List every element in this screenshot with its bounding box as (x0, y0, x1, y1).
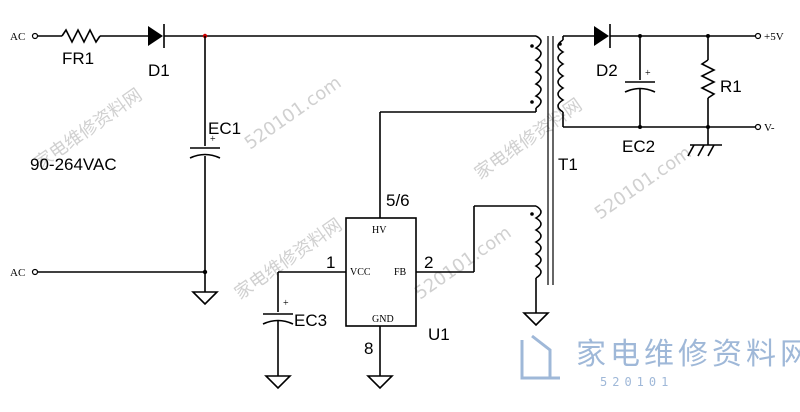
ic-pin-vcc: VCC (350, 267, 371, 278)
terminal-node (31, 32, 39, 40)
ec2-capacitor: + (624, 68, 656, 93)
t1-secondary-coil (557, 39, 565, 113)
watermark-site: 520101.com (241, 72, 346, 154)
pin-1-label: 1 (326, 253, 335, 272)
terminal-node (31, 268, 39, 276)
ic-pin-hv: HV (372, 225, 387, 236)
pin-2-label: 2 (424, 253, 433, 272)
ec2-label: EC2 (622, 137, 655, 156)
ec1-label: EC1 (208, 119, 241, 138)
out-neg-label: V- (764, 122, 775, 134)
ground-symbol (264, 375, 292, 390)
site-logo: 家电维修资料网 520101 (520, 334, 800, 389)
fr1-label: FR1 (62, 49, 94, 68)
output-positive-terminal: +5V (754, 31, 784, 43)
ground-symbol (522, 312, 550, 327)
ic-pin-gnd: GND (372, 314, 394, 325)
voltage-range-label: 90-264VAC (30, 155, 117, 174)
u1-label: U1 (428, 325, 450, 344)
ac-top-terminal: AC (10, 31, 39, 43)
r1-label: R1 (720, 77, 742, 96)
ac-bottom-label: AC (10, 267, 25, 279)
t1-primary-coil (534, 35, 542, 109)
pin-56-label: 5/6 (386, 191, 410, 210)
ec3-capacitor: + (262, 298, 294, 325)
ec1-capacitor: + (189, 134, 221, 159)
ec3-plus: + (283, 298, 289, 309)
ground-symbol (366, 375, 394, 390)
t1-auxiliary-coil (534, 205, 542, 279)
fr1-resistor (61, 28, 101, 44)
output-negative-terminal: V- (754, 122, 775, 134)
out-pos-label: +5V (764, 31, 784, 43)
ic-pin-fb: FB (394, 267, 407, 278)
ec1-plus: + (210, 134, 216, 145)
logo-number-text: 520101 (600, 375, 673, 389)
logo-brand-text: 家电维修资料网 (576, 337, 800, 372)
d1-diode (148, 24, 165, 48)
d2-label: D2 (596, 61, 618, 80)
pin-8-label: 8 (364, 339, 373, 358)
ac-top-label: AC (10, 31, 25, 43)
chassis-ground-symbol (687, 144, 722, 157)
ec3-label: EC3 (294, 311, 327, 330)
t1-label: T1 (558, 155, 578, 174)
ground-symbol (191, 291, 219, 306)
ac-bottom-terminal: AC (10, 267, 39, 279)
ec2-plus: + (645, 68, 651, 79)
r1-resistor (700, 59, 716, 99)
d2-diode (594, 24, 611, 48)
d1-label: D1 (148, 61, 170, 80)
